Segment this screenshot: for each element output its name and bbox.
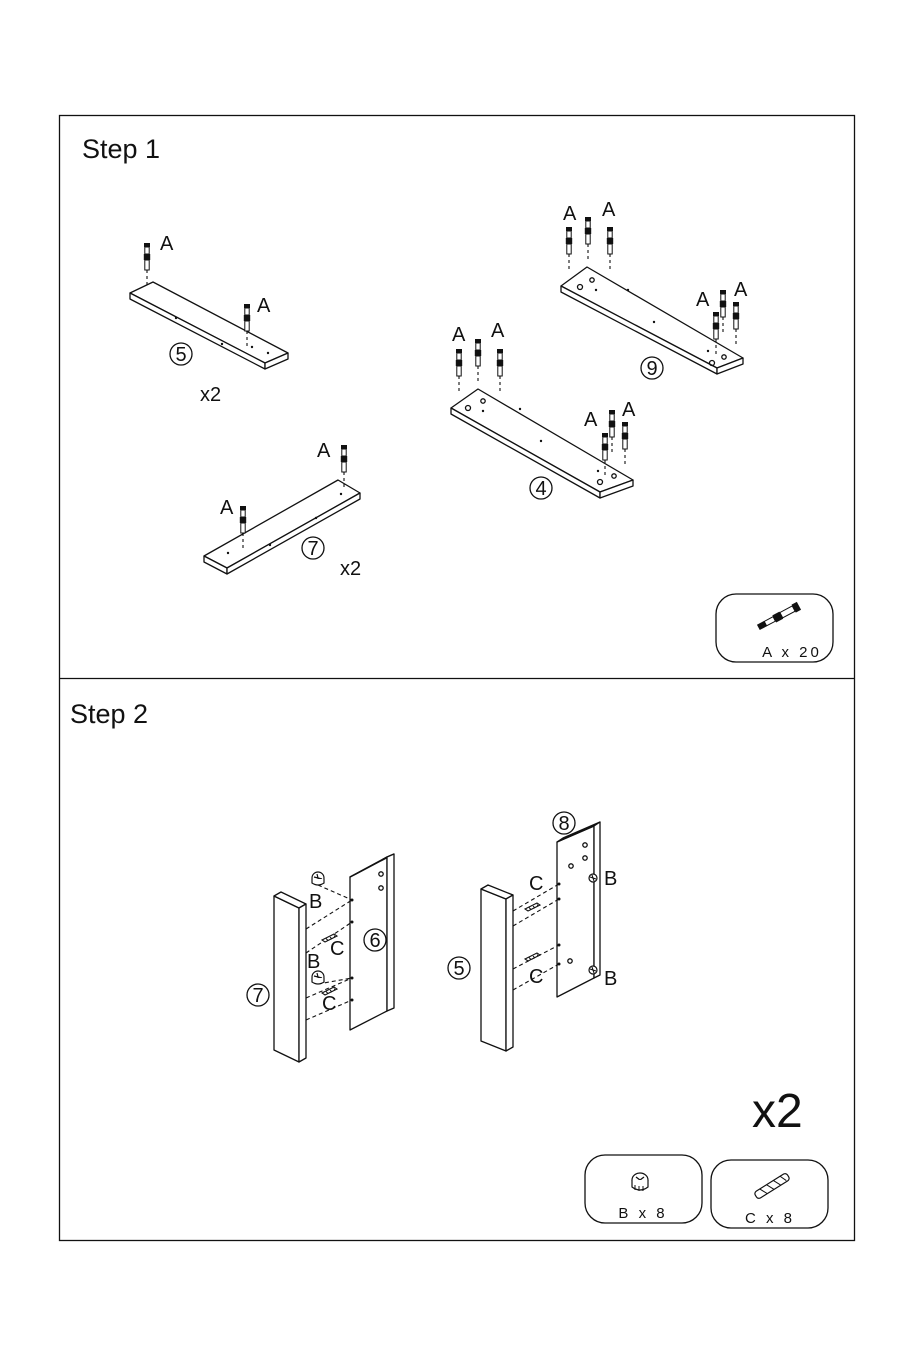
cam-lock-icon [632, 1173, 648, 1191]
dowel-label-c: C [529, 966, 543, 988]
fastener-label-a: A [491, 320, 505, 342]
dowel-label-c: C [529, 873, 543, 895]
dowel-label-c: C [322, 993, 336, 1015]
cam-lock-label-b: B [309, 891, 322, 913]
hardware-count-a: A x 20 [762, 644, 822, 661]
left-side-assembly: B C B C 7 6 [247, 854, 394, 1062]
part-number-4: 4 [535, 478, 546, 500]
cam-lock-label-b: B [604, 968, 617, 990]
fastener-label-a: A [696, 289, 710, 311]
hardware-count-b: B x 8 [618, 1205, 667, 1222]
quantity-multiplier: x2 [340, 558, 361, 580]
fastener-label-a: A [160, 233, 174, 255]
panel-7: A A 7 x2 [204, 440, 361, 580]
step-2-title: Step 2 [70, 699, 148, 729]
quantity-multiplier: x2 [200, 384, 221, 406]
cam-lock-label-b: B [604, 868, 617, 890]
part-number-5: 5 [175, 344, 186, 366]
hardware-count-c: C x 8 [745, 1210, 795, 1227]
wood-dowel-icon [754, 1173, 790, 1200]
part-number-6: 6 [369, 930, 380, 952]
cam-bolt-icon [756, 602, 801, 632]
fastener-label-a: A [584, 409, 598, 431]
panel-4: A A A A 4 [451, 320, 636, 500]
fastener-label-a: A [563, 203, 577, 225]
hardware-box-b: B x 8 [585, 1155, 702, 1223]
fastener-label-a: A [734, 279, 748, 301]
fastener-label-a: A [602, 199, 616, 221]
cam-lock-label-b: B [307, 951, 320, 973]
part-number-9: 9 [646, 358, 657, 380]
fastener-label-a: A [622, 399, 636, 421]
step-2-multiplier: x2 [752, 1085, 803, 1138]
part-number-5: 5 [453, 958, 464, 980]
step-1-title: Step 1 [82, 134, 160, 164]
fastener-label-a: A [257, 295, 271, 317]
fastener-label-a: A [317, 440, 331, 462]
right-side-assembly: C B C B 5 8 [448, 812, 617, 1051]
fastener-label-a: A [452, 324, 466, 346]
part-number-7: 7 [252, 985, 263, 1007]
part-number-7: 7 [307, 538, 318, 560]
hardware-box-a: A x 20 [716, 594, 833, 662]
fastener-label-a: A [220, 497, 234, 519]
panel-5: A A 5 x2 [130, 233, 288, 406]
dowel-label-c: C [330, 938, 344, 960]
panel-9: A A A A 9 [561, 199, 748, 380]
part-number-8: 8 [558, 813, 569, 835]
hardware-box-c: C x 8 [711, 1160, 828, 1228]
